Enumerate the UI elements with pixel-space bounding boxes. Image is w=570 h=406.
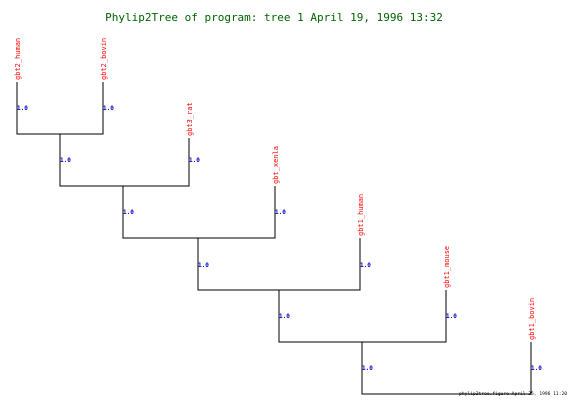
branch-clade-gbt1-bovin [361, 342, 532, 395]
branch-length-label: 1.0 [275, 209, 286, 216]
branch-length-labels: 1.0 1.0 1.0 1.0 1.0 1.0 1.0 1.0 1.0 1.0 … [17, 105, 542, 372]
branch-length-label: 1.0 [446, 313, 457, 320]
leaf-label-gbt2-bovin: gbt2_bovin [100, 38, 108, 80]
branch-length-label: 1.0 [123, 209, 134, 216]
branch-length-label: 1.0 [103, 105, 114, 112]
leaf-label-gbt2-human: gbt2_human [14, 38, 22, 80]
tree-branches [16, 82, 532, 395]
branch-clade-gbt1-human [197, 238, 361, 291]
branch-length-label: 1.0 [360, 262, 371, 269]
leaf-label-gbt1-bovin: gbt1_bovin [528, 298, 536, 340]
branch-gbt2-human-bovin [16, 82, 104, 135]
branch-length-label: 1.0 [362, 365, 373, 372]
leaf-label-gbt1-mouse: gbt1_mouse [443, 246, 451, 288]
diagram-title: Phylip2Tree of program: tree 1 April 19,… [105, 11, 443, 24]
branch-length-label: 1.0 [198, 262, 209, 269]
branch-clade-gbt-xenla [122, 186, 276, 239]
branch-length-label: 1.0 [189, 157, 200, 164]
branch-length-label: 1.0 [17, 105, 28, 112]
leaf-labels: gbt2_human gbt2_bovin gbt3_rat gbt_xenla… [14, 38, 536, 340]
branch-length-label: 1.0 [60, 157, 71, 164]
branch-clade-gbt3-rat [59, 134, 190, 187]
branch-clade-gbt1-mouse [278, 290, 447, 343]
leaf-label-gbt1-human: gbt1_human [357, 194, 365, 236]
footer-caption: phylip2tree.figure April 25, 1996 11:20 [459, 391, 567, 397]
leaf-label-gbt-xenla: gbt_xenla [272, 146, 280, 184]
leaf-label-gbt3-rat: gbt3_rat [186, 102, 194, 136]
branch-length-label: 1.0 [531, 365, 542, 372]
branch-length-label: 1.0 [279, 313, 290, 320]
